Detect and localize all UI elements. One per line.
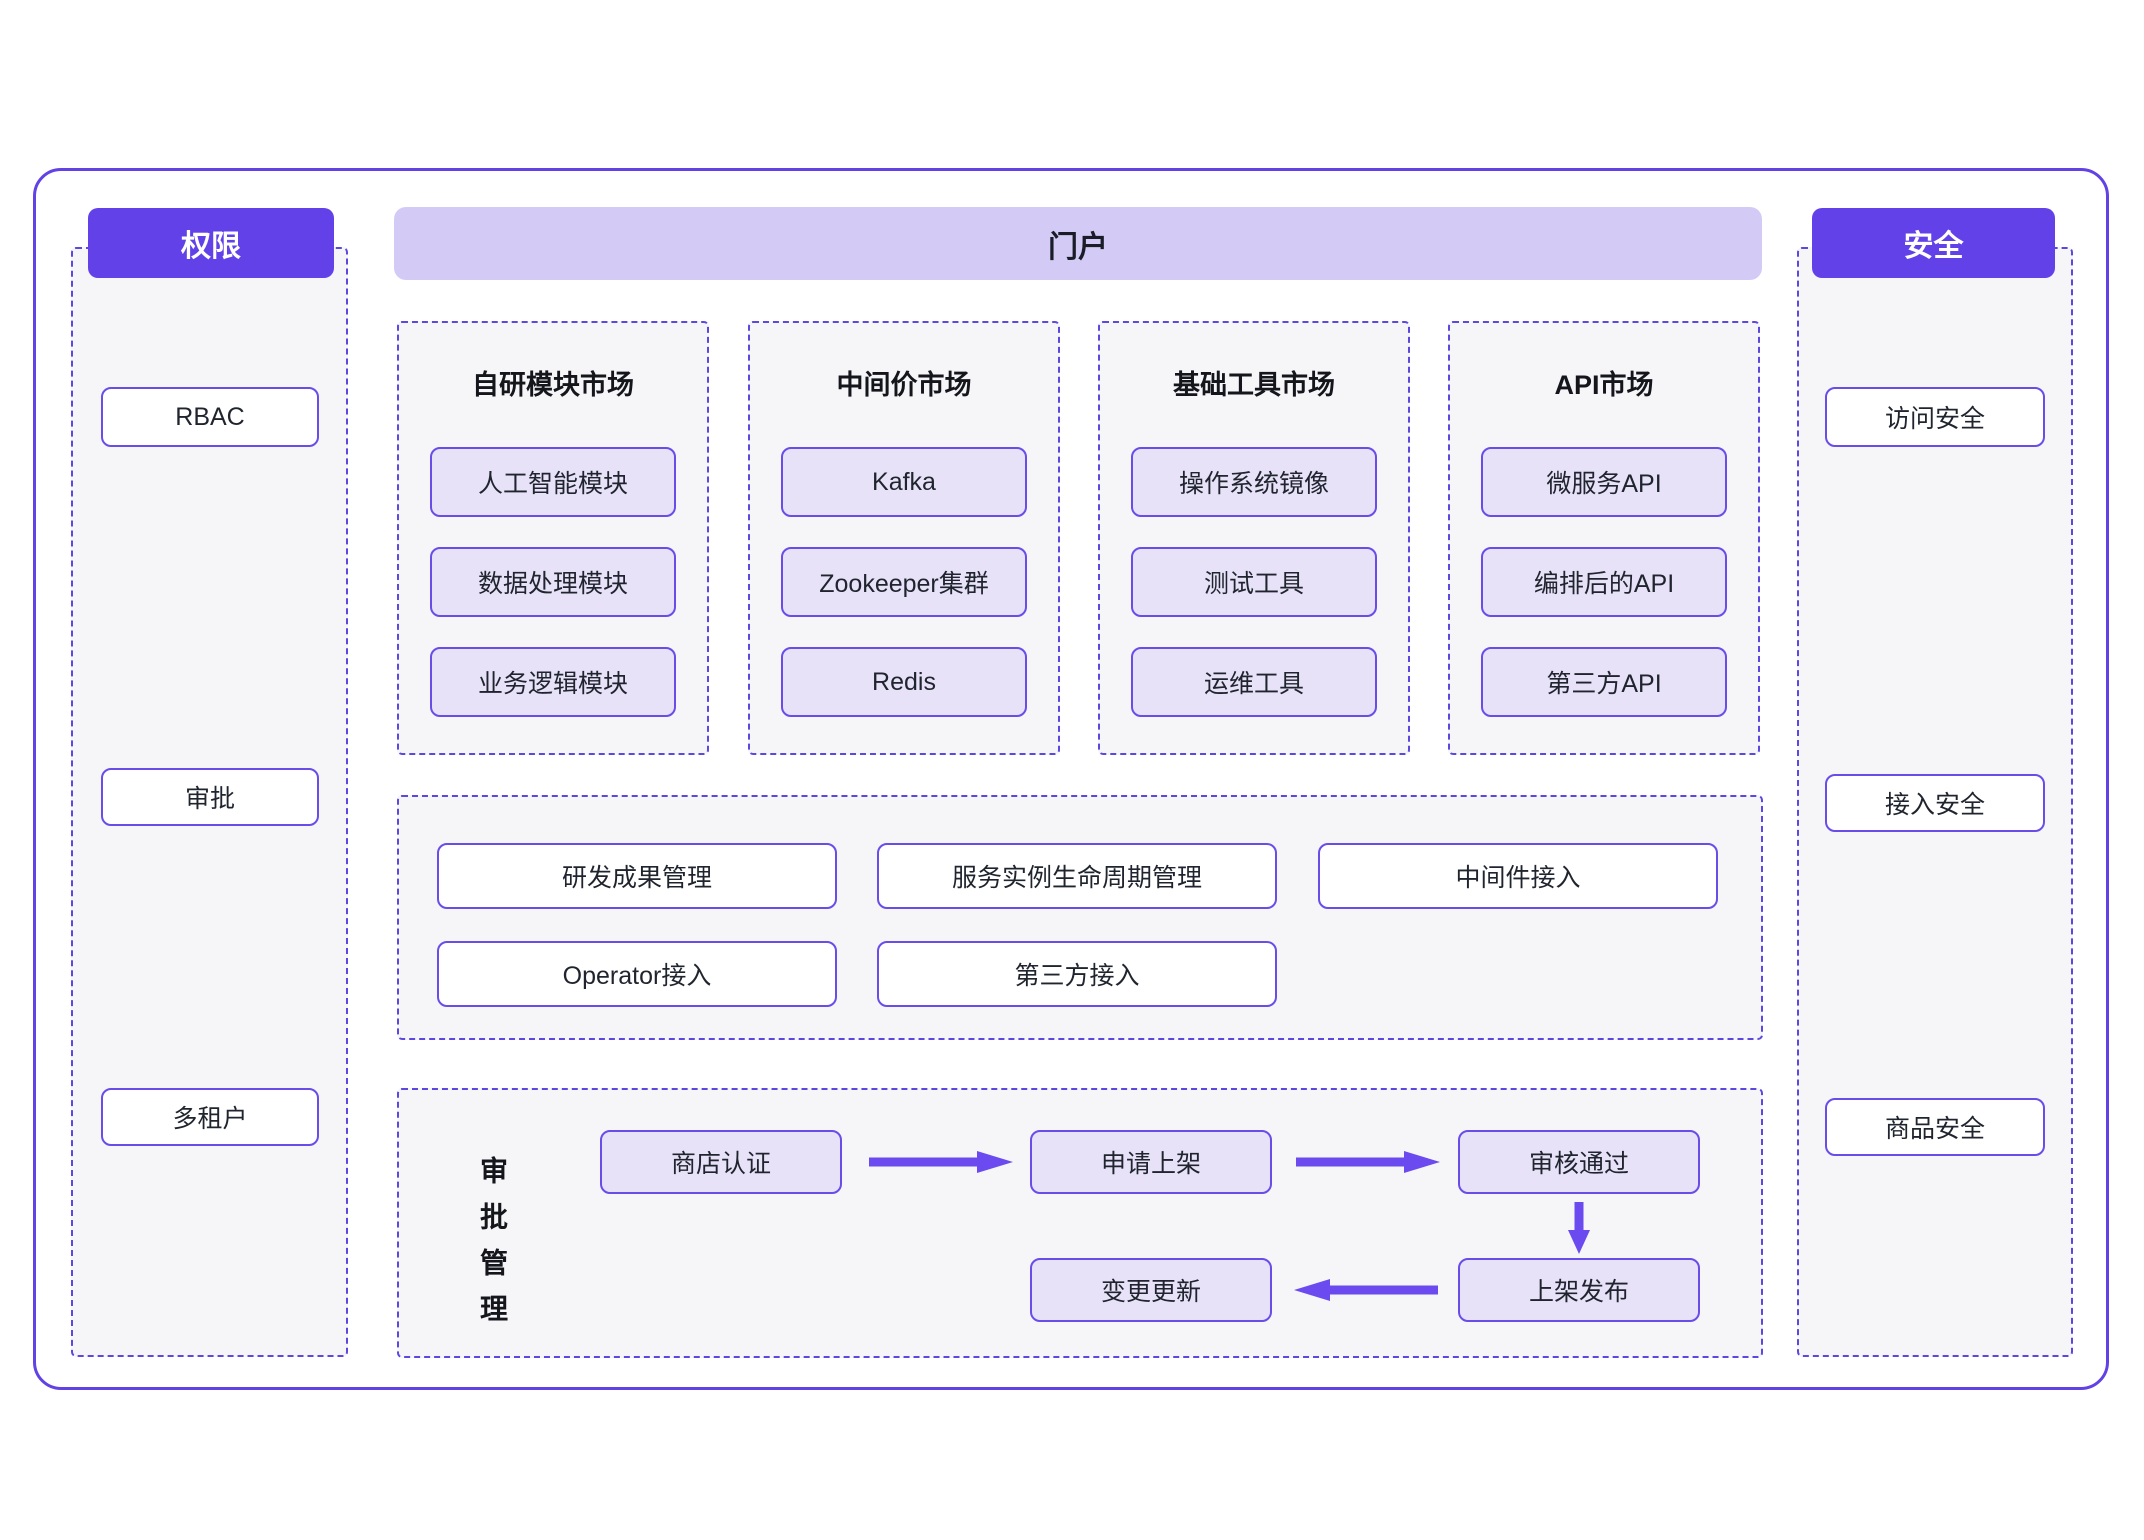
permission-header: 权限 [88,208,334,278]
marketplace-title: 中间价市场 [836,370,972,400]
module-item: 第三方API [1481,647,1727,717]
arrow-review-to-release-icon [1568,1202,1590,1254]
approval-box: 审批 [101,768,319,826]
portal-banner: 门户 [394,207,1762,280]
marketplace-title: 基础工具市场 [1173,370,1335,400]
module-item: 数据处理模块 [430,547,676,617]
module-item: Redis [781,647,1027,717]
rd-results-management-box: 研发成果管理 [437,843,837,909]
marketplace-column-middleware: 中间价市场 Kafka Zookeeper集群 Redis [748,321,1060,755]
product-security-box: 商品安全 [1825,1098,2045,1156]
operator-access-box: Operator接入 [437,941,837,1007]
approval-management-vertical-label: 审批管理 [477,1156,508,1340]
access-security-box: 访问安全 [1825,387,2045,447]
arrow-release-to-change-icon [1294,1279,1438,1301]
rbac-box: RBAC [101,387,319,447]
arrow-store-to-apply-icon [869,1151,1013,1173]
middleware-access-box: 中间件接入 [1318,843,1718,909]
marketplace-title: 自研模块市场 [472,370,634,400]
service-instance-lifecycle-box: 服务实例生命周期管理 [877,843,1277,909]
module-item: Zookeeper集群 [781,547,1027,617]
module-item: 人工智能模块 [430,447,676,517]
marketplace-column-self-developed: 自研模块市场 人工智能模块 数据处理模块 业务逻辑模块 [397,321,709,755]
security-header: 安全 [1812,208,2055,278]
outer-frame [33,168,2109,1390]
review-approved-box: 审核通过 [1458,1130,1700,1194]
module-item: 测试工具 [1131,547,1377,617]
marketplace-column-basic-tools: 基础工具市场 操作系统镜像 测试工具 运维工具 [1098,321,1410,755]
change-update-box: 变更更新 [1030,1258,1272,1322]
third-party-access-box: 第三方接入 [877,941,1277,1007]
multi-tenant-box: 多租户 [101,1088,319,1146]
listing-release-box: 上架发布 [1458,1258,1700,1322]
arrow-apply-to-review-icon [1296,1151,1440,1173]
module-item: 运维工具 [1131,647,1377,717]
apply-listing-box: 申请上架 [1030,1130,1272,1194]
marketplace-column-api: API市场 微服务API 编排后的API 第三方API [1448,321,1760,755]
module-item: Kafka [781,447,1027,517]
module-item: 业务逻辑模块 [430,647,676,717]
store-certification-box: 商店认证 [600,1130,842,1194]
module-item: 操作系统镜像 [1131,447,1377,517]
module-item: 编排后的API [1481,547,1727,617]
module-item: 微服务API [1481,447,1727,517]
integration-security-box: 接入安全 [1825,774,2045,832]
marketplace-title: API市场 [1554,370,1654,400]
